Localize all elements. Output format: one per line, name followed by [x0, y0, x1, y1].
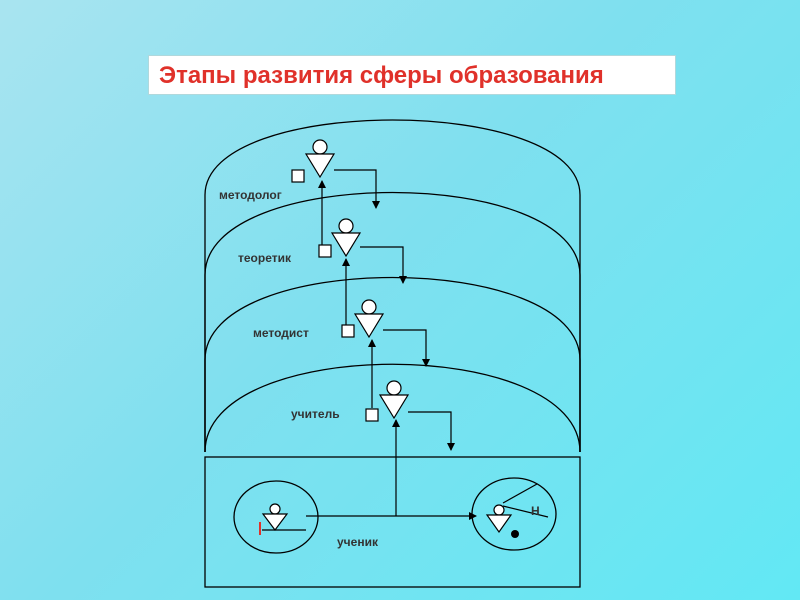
- level-label-teacher: учитель: [291, 407, 340, 421]
- teacher-body-icon: [378, 394, 410, 420]
- level-methodologist: методолог: [219, 139, 380, 209]
- theorist-head-icon: [338, 218, 354, 234]
- methodist-square-icon: [341, 324, 355, 338]
- student-start-icon: [261, 503, 306, 531]
- level-methodist: методист: [253, 299, 430, 367]
- student-end-icon: [485, 483, 549, 534]
- theorist-square-icon: [318, 244, 332, 258]
- methodist-head-icon: [361, 299, 377, 315]
- knowledge-marker: Н: [531, 504, 540, 518]
- theorist-out-arrow: [360, 246, 407, 284]
- level-label-theorist: теоретик: [238, 251, 292, 265]
- methodist-out-arrow: [383, 329, 430, 367]
- methodologist-body-icon: [304, 153, 336, 179]
- level-teacher: учитель: [291, 380, 455, 451]
- teacher-out-arrow: [408, 411, 455, 451]
- level-label-methodist: методист: [253, 326, 309, 340]
- student-label: ученик: [337, 535, 379, 549]
- methodologist-head-icon: [312, 139, 328, 155]
- methodologist-out-arrow: [334, 169, 380, 209]
- level-label-methodologist: методолог: [219, 188, 282, 202]
- teacher-square-icon: [365, 408, 379, 422]
- dome-theorist: [204, 191, 581, 452]
- methodist-body-icon: [353, 313, 385, 339]
- student-box: [204, 456, 581, 588]
- theorist-body-icon: [330, 232, 362, 258]
- student-end-circle: [471, 477, 557, 551]
- teacher-head-icon: [386, 380, 402, 396]
- title-box: Этапы развития сферы образования: [148, 55, 676, 95]
- result-dot-icon: [511, 530, 519, 538]
- page-title: Этапы развития сферы образования: [159, 62, 604, 89]
- methodologist-square-icon: [291, 169, 305, 183]
- dome-teacher: [204, 363, 581, 453]
- dome-methodologist: [204, 119, 581, 452]
- student-start-circle: [233, 480, 319, 554]
- dome-methodist: [204, 276, 581, 452]
- level-theorist: теоретик: [238, 218, 407, 284]
